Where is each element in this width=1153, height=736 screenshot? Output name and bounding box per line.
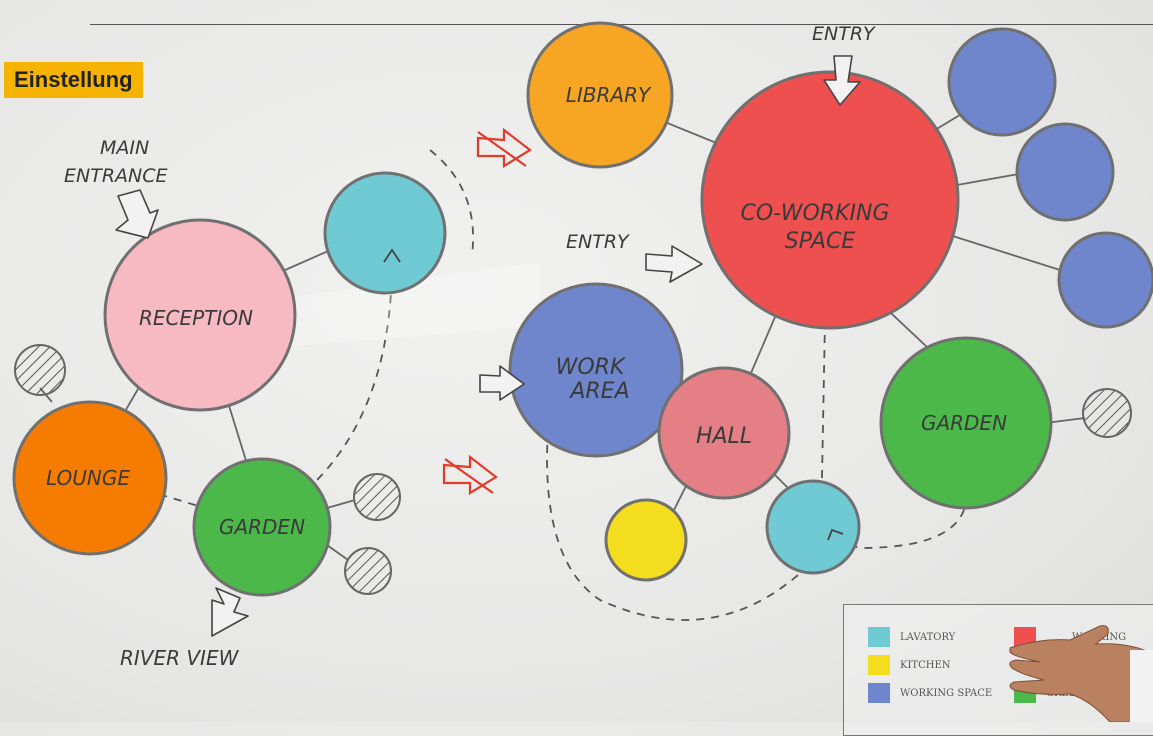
path-arrowheads bbox=[383, 248, 844, 541]
river-view-label: RIVER VIEW bbox=[120, 646, 240, 670]
blocked-arrow-top bbox=[476, 127, 532, 168]
reception-bubble bbox=[103, 218, 297, 412]
hatched-node bbox=[344, 547, 392, 595]
hatched-node bbox=[14, 344, 66, 396]
lavatory-bubble bbox=[323, 171, 447, 295]
legend-swatch bbox=[868, 627, 890, 647]
hall-label: HALL bbox=[696, 424, 752, 449]
room-labels: RECEPTION LOUNGE GARDEN LIBRARY CO-WORKI… bbox=[46, 83, 1007, 539]
library-bubble bbox=[526, 21, 674, 169]
working-space-bubble bbox=[1015, 122, 1115, 222]
main-entrance-label-2: ENTRANCE bbox=[64, 165, 168, 187]
legend-swatch bbox=[1014, 627, 1036, 647]
kitchen-bubble bbox=[604, 498, 688, 582]
legend-label: LAVATORY bbox=[900, 631, 956, 643]
legend-swatch bbox=[868, 655, 890, 675]
blocked-arrows bbox=[442, 127, 532, 495]
library-label: LIBRARY bbox=[566, 83, 652, 107]
hatched-node bbox=[353, 473, 401, 521]
lounge-bubble bbox=[12, 400, 168, 556]
entry-top-label: ENTRY bbox=[812, 23, 876, 45]
reception-label: RECEPTION bbox=[139, 306, 253, 330]
garden-left-label: GARDEN bbox=[219, 515, 305, 539]
co-working-bubble bbox=[700, 70, 960, 330]
lounge-label: LOUNGE bbox=[46, 466, 130, 490]
entry-mid-label: ENTRY bbox=[566, 231, 630, 253]
work-area-bubble bbox=[508, 282, 684, 458]
river-view-arrow bbox=[211, 587, 249, 637]
legend-item-lavatory: LAVATORY bbox=[868, 627, 955, 647]
top-rule bbox=[90, 24, 1153, 25]
legend-label: KITCHEN bbox=[900, 659, 951, 671]
lavatory-bubble bbox=[765, 479, 861, 575]
garden-right-label: GARDEN bbox=[921, 411, 1007, 435]
hatched-node bbox=[1082, 388, 1132, 438]
hall-bubble bbox=[657, 366, 791, 500]
main-entrance-arrow bbox=[115, 189, 159, 239]
entry-mid-arrow bbox=[645, 245, 703, 283]
legend-label: WORKING SPACE bbox=[900, 687, 993, 699]
working-space-bubble bbox=[947, 27, 1057, 137]
co-working-label-2: SPACE bbox=[785, 229, 856, 254]
work-area-label-1: WORK bbox=[556, 355, 626, 380]
co-working-label-1: CO-WORKING bbox=[740, 201, 889, 226]
scene-badge: Einstellung bbox=[4, 62, 143, 98]
entry-arrows bbox=[115, 55, 861, 637]
legend-swatch bbox=[868, 683, 890, 703]
legend-item-working-space: WORKING SPACE bbox=[868, 683, 992, 703]
garden-left-bubble bbox=[192, 457, 332, 597]
legend-item-kitchen: KITCHEN bbox=[868, 655, 951, 675]
working-space-bubble bbox=[1057, 231, 1153, 329]
room-bubbles bbox=[12, 21, 1153, 597]
presenter-hand-icon bbox=[1009, 625, 1153, 722]
work-area-arrow bbox=[479, 365, 525, 401]
main-entrance-label-1: MAIN bbox=[100, 137, 149, 159]
annotation-labels: MAIN ENTRANCE ENTRY ENTRY RIVER VIEW bbox=[64, 23, 876, 670]
entry-top-arrow bbox=[823, 55, 861, 106]
work-area-label-2: AREA bbox=[568, 379, 629, 404]
blocked-arrow-bottom bbox=[442, 454, 498, 495]
hatched-nodes bbox=[14, 344, 1132, 595]
garden-right-bubble bbox=[879, 336, 1053, 510]
